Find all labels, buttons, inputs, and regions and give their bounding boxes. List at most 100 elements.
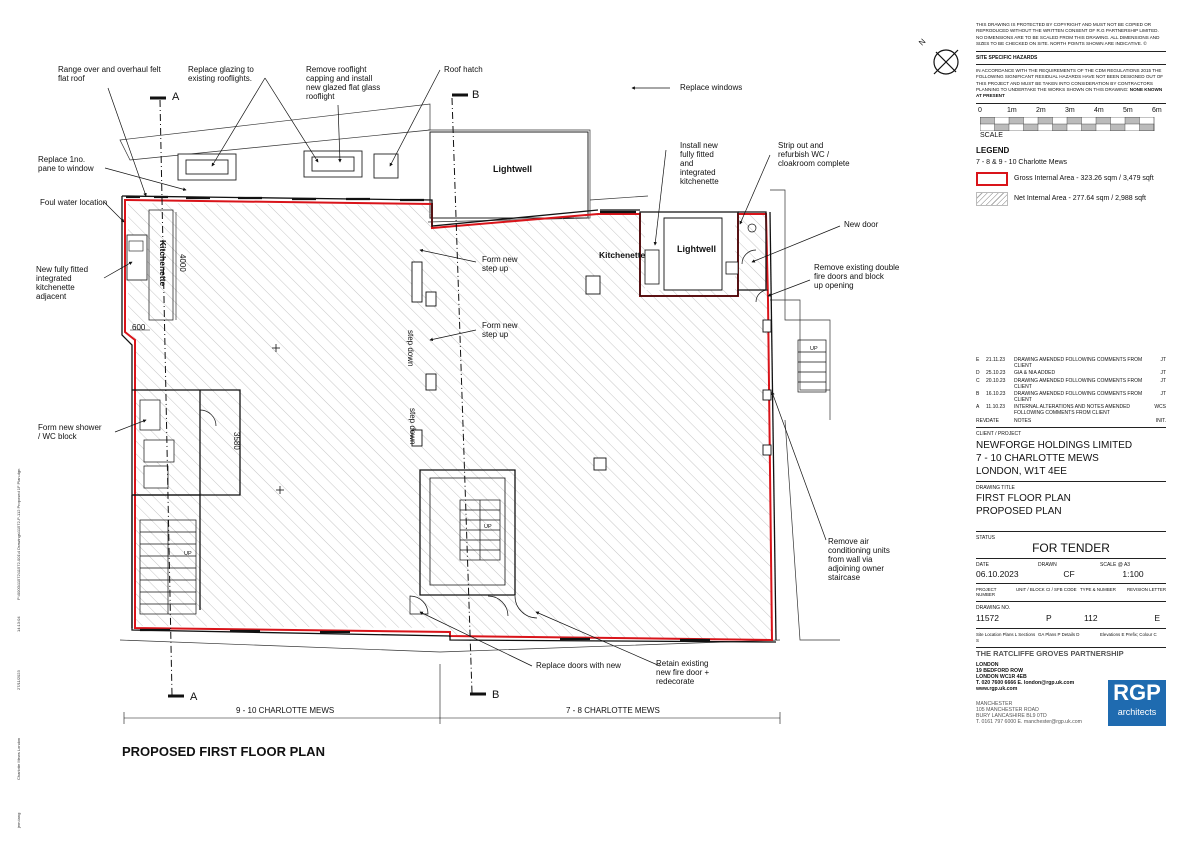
manchester-label: MANCHESTER <box>976 700 1013 707</box>
up-label-left: UP <box>184 551 192 557</box>
london-addr-1: 19 BEDFORD ROW <box>976 667 1023 674</box>
drawing-title-label: DRAWING TITLE <box>976 485 1015 492</box>
scale-tick-2: 2m <box>1036 106 1046 114</box>
edge-path: P:\0000\11572\11572-001\4 Drawings\11572… <box>16 468 21 600</box>
lightwell-top <box>429 131 589 219</box>
edge-user: jem.tang <box>16 812 21 828</box>
wc-icon <box>747 223 757 233</box>
firm-name: THE RATCLIFFE GROVES PARTNERSHIP <box>976 649 1124 659</box>
north-arrow-icon <box>933 49 959 75</box>
walls <box>121 195 777 643</box>
nia-hatch <box>128 203 772 640</box>
drawing-caption: PROPOSED FIRST FLOOR PLAN <box>122 744 325 759</box>
section-b-top: B <box>472 89 479 101</box>
rooflight-1 <box>177 153 237 181</box>
dim-4000: 4000 <box>178 254 187 272</box>
scale-tick-5: 5m <box>1123 106 1133 114</box>
leaders <box>103 69 841 667</box>
step-down-label-2: step down <box>408 408 417 444</box>
section-a-bottom: A <box>190 691 198 703</box>
legend-gia-swatch <box>976 172 1008 187</box>
status-label: STATUS <box>976 534 995 541</box>
columns <box>411 261 772 471</box>
title-block: THIS DRAWING IS PROTECTED BY COPYRIGHT A… <box>976 22 1166 726</box>
north-letter: N <box>917 37 928 48</box>
note-replace-doors: Replace doors with new <box>536 661 621 670</box>
london-addr-2: LONDON WC1R 4EB <box>976 674 1027 681</box>
note-roof-hatch: Roof hatch <box>444 65 483 74</box>
windows <box>126 195 710 642</box>
centre-marks <box>272 344 284 494</box>
client-line-1: NEWFORGE HOLDINGS LIMITED <box>976 440 1133 452</box>
doors <box>409 249 769 619</box>
rgp-logo: RGP architects <box>1108 679 1166 726</box>
client-title: CLIENT / PROJECT <box>976 431 1022 438</box>
legend-nia-swatch <box>976 192 1008 207</box>
note-replace-pane: Replace 1no.pane to window <box>38 155 94 173</box>
up-label-centre: UP <box>484 524 492 530</box>
edge-date: 27/11/2023 <box>16 670 21 690</box>
copyright-text: THIS DRAWING IS PROTECTED BY COPYRIGHT A… <box>976 22 1160 47</box>
section-b-bottom: B <box>492 689 499 701</box>
drawing-title-1: FIRST FLOOR PLAN <box>976 492 1071 504</box>
note-new-door: New door <box>844 220 879 229</box>
london-tel: T. 020 7600 6666 E. london@rgp.uk.com <box>976 680 1075 687</box>
status-value: FOR TENDER <box>1032 540 1110 555</box>
scale-tick-6: 6m <box>1152 106 1162 114</box>
lightwell-top-label: Lightwell <box>493 164 532 174</box>
scale-tick-1: 1m <box>1007 106 1017 114</box>
mews-left-label: 9 - 10 CHARLOTTE MEWS <box>236 706 334 715</box>
scale-tick-0: 0 <box>978 106 982 114</box>
step-down-label-1: step down <box>406 330 415 366</box>
manchester-tel: T. 0161 797 6000 E. manchester@rgp.uk.co… <box>976 719 1082 726</box>
scale-label: SCALE <box>980 131 1003 139</box>
context-walls <box>119 103 840 653</box>
section-lines <box>159 97 473 696</box>
section-markers <box>150 93 486 698</box>
kitchenette-right-label: Kitchenette <box>599 250 646 260</box>
mews-right-label: 7 - 8 CHARLOTTE MEWS <box>566 706 660 715</box>
note-foul-water: Foul water location <box>40 198 107 207</box>
drawing-no-label: DRAWING NO. <box>976 604 1011 611</box>
manchester-addr-2: BURY LANCASHIRE BL9 0TD <box>976 713 1047 720</box>
up-label-right: UP <box>810 346 818 352</box>
rooflight-2 <box>303 150 363 178</box>
legend-nia-text: Net Internal Area - 277.64 sqm / 2,988 s… <box>1014 195 1146 203</box>
dim-3580: 3580 <box>232 432 241 450</box>
legend-sub: 7 - 8 & 9 - 10 Charlotte Mews <box>976 159 1068 167</box>
section-a-top: A <box>172 91 180 103</box>
note-shower-wc: Form new shower/ WC block <box>38 423 102 441</box>
note-replace-windows: Replace windows <box>680 83 742 92</box>
legend-gia-text: Gross Internal Area - 323.26 sqm / 3,479… <box>1014 175 1154 183</box>
manchester-addr-1: 105 MANCHESTER ROAD <box>976 706 1039 713</box>
edge-time: 14:13:04 <box>16 616 21 632</box>
kitchenette-right <box>644 249 660 285</box>
dim-600: 600 <box>132 323 146 332</box>
kitchenette-left-label: Kitchenette <box>158 240 168 287</box>
website: www.rgp.uk.com <box>976 686 1018 693</box>
stair-right <box>797 339 827 393</box>
hazards-text: IN ACCORDANCE WITH THE REQUIREMENTS OF T… <box>976 67 1164 99</box>
lightwell-kitchen-label: Lightwell <box>677 244 716 254</box>
